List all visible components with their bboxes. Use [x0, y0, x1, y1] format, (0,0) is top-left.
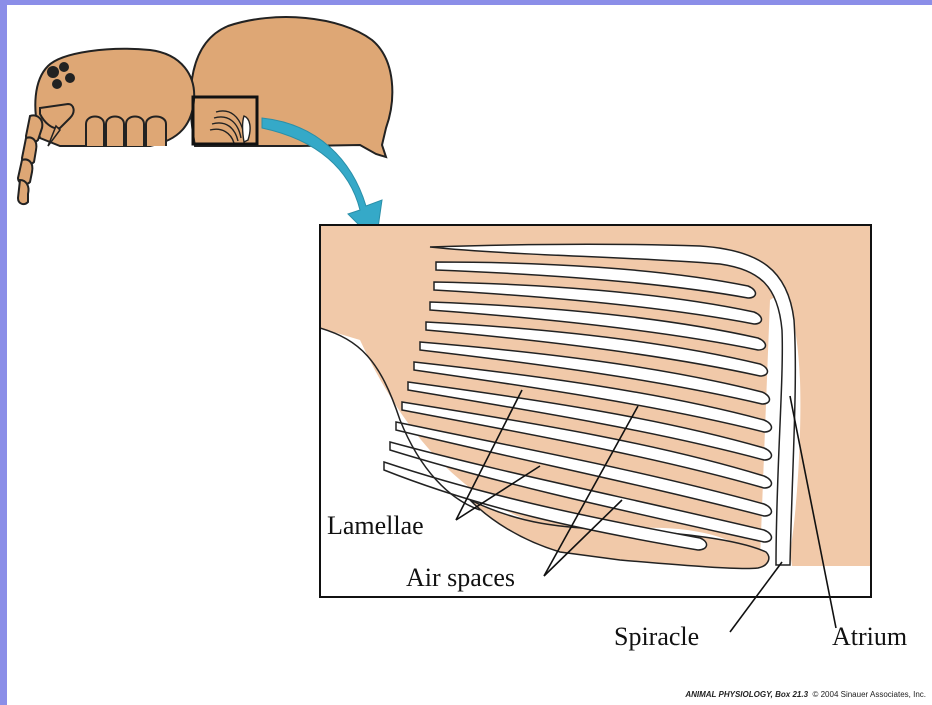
credit-title: ANIMAL PHYSIOLOGY, Box 21.3 — [685, 690, 808, 699]
atrium-label: Atrium — [832, 624, 907, 650]
spiracle-label: Spiracle — [614, 624, 699, 650]
credit-copyright: © 2004 Sinauer Associates, Inc. — [812, 690, 926, 699]
air-spaces-label: Air spaces — [406, 565, 515, 591]
lamellae-label: Lamellae — [327, 513, 424, 539]
spider-eye — [47, 66, 59, 78]
spider-eye — [65, 73, 75, 83]
spider-leg-bases — [86, 117, 166, 147]
spider-pedipalp — [18, 116, 42, 205]
spider-eye — [52, 79, 62, 89]
spider-eye — [59, 62, 69, 72]
figure-credit: ANIMAL PHYSIOLOGY, Box 21.3 © 2004 Sinau… — [685, 690, 926, 699]
booklung-enlarged — [320, 225, 871, 597]
spider-illustration — [18, 17, 392, 204]
